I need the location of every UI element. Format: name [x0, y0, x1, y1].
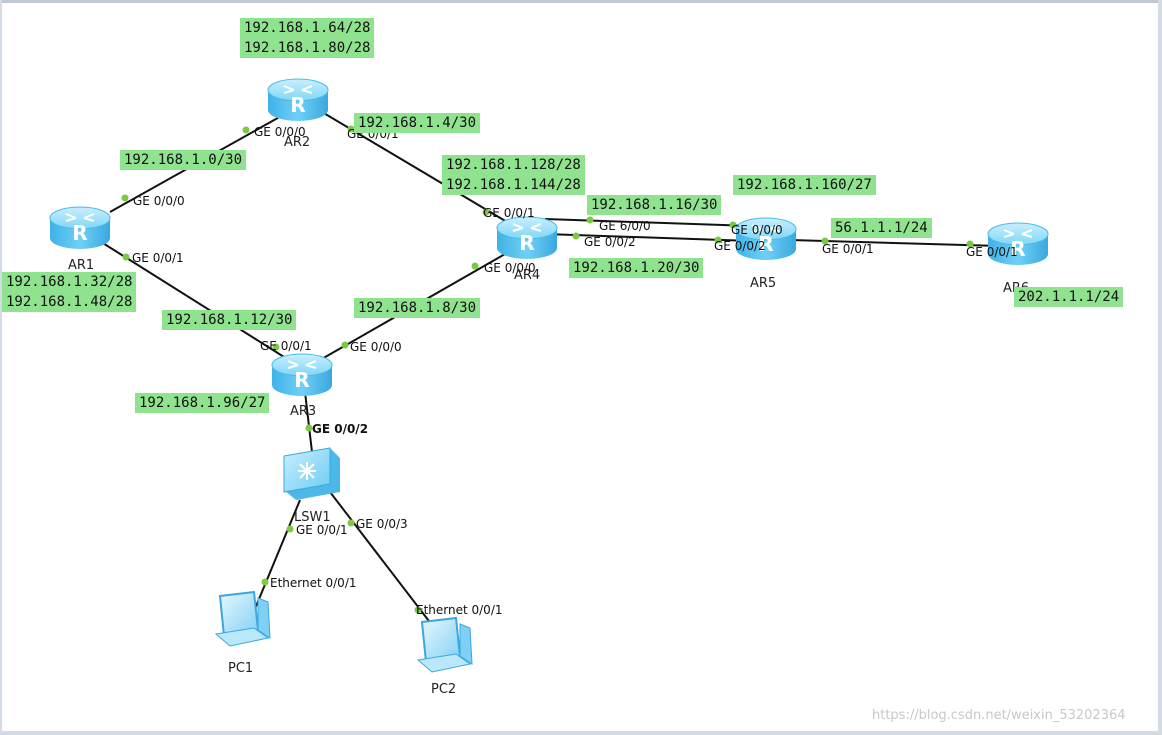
port-dot-pc2-eth[interactable]	[414, 606, 422, 614]
device-label-ar2: AR2	[284, 135, 310, 150]
link-ar1-ar3[interactable]	[97, 239, 293, 363]
window-frame-right	[1158, 0, 1162, 735]
router-ar2[interactable]: AR2	[267, 78, 329, 150]
pc-pc2[interactable]: PC2	[417, 617, 473, 697]
port-dots	[121, 125, 974, 614]
port-label-ar4-ge002: GE 0/0/2	[584, 235, 636, 249]
network-label-ar1-ar3: 192.168.1.12/30	[162, 310, 297, 330]
router-ar3[interactable]: AR3	[271, 353, 333, 419]
router-icon	[267, 78, 329, 122]
port-dot-ar3-ge000[interactable]	[341, 341, 349, 349]
port-dot-ar2-ge000[interactable]	[242, 126, 250, 134]
port-dot-ar4-ge000[interactable]	[471, 262, 479, 270]
port-label-pc1-eth: Ethernet 0/0/1	[270, 576, 357, 590]
port-dot-pc1-eth[interactable]	[261, 578, 269, 586]
device-label-ar1: AR1	[68, 258, 94, 273]
network-label-ar4-ar5-a: 192.168.1.16/30	[587, 195, 722, 215]
router-ar4[interactable]: AR4	[496, 216, 558, 283]
port-label-ar4-ge001: GE 0/0/1	[483, 206, 535, 220]
port-dot-ar1-ge001[interactable]	[122, 253, 130, 261]
port-dot-ar6-ge001[interactable]	[966, 240, 974, 248]
port-label-ar1-ge001: GE 0/0/1	[132, 251, 184, 265]
port-dot-ar4-ge001[interactable]	[482, 208, 490, 216]
window-frame-left	[0, 0, 2, 735]
port-dot-ar5-ge000[interactable]	[729, 221, 737, 229]
pc-icon	[215, 591, 271, 647]
network-label-ar5-ar6: 56.1.1.1/24	[831, 218, 932, 238]
port-dot-lsw1-ge003[interactable]	[347, 519, 355, 527]
port-dot-ar3-ge001[interactable]	[272, 343, 280, 351]
port-label-lsw1-ge003: GE 0/0/3	[356, 517, 408, 531]
port-label-ar1-ge000: GE 0/0/0	[133, 194, 185, 208]
port-label-ar5-ge002: GE 0/0/2	[714, 239, 766, 253]
router-ar1[interactable]: AR1	[49, 206, 111, 273]
router-icon	[271, 353, 333, 397]
link-ar3-lsw1[interactable]	[304, 391, 313, 453]
port-label-lsw1-ge001: GE 0/0/1	[296, 523, 348, 537]
port-label-ar4-ge600: GE 6/0/0	[599, 219, 651, 233]
port-label-ar5-ge000: GE 0/0/0	[731, 223, 783, 237]
network-label-ar4-lan: 192.168.1.128/28 192.168.1.144/28	[442, 155, 585, 195]
port-dot-lsw1-ge001[interactable]	[286, 525, 294, 533]
pc-icon	[417, 617, 473, 673]
switch-icon	[283, 447, 340, 500]
link-lsw1-pc1[interactable]	[251, 499, 301, 617]
port-label-ar5-ge001: GE 0/0/1	[822, 242, 874, 256]
network-label-ar1-ar2: 192.168.1.0/30	[120, 150, 247, 170]
network-label-ar4-ar5-b: 192.168.1.20/30	[569, 258, 704, 278]
network-label-ar2-lan: 192.168.1.64/28 192.168.1.80/28	[240, 18, 375, 58]
router-ar6[interactable]: AR6	[987, 222, 1049, 296]
link-ar4-ar5-a[interactable]	[544, 218, 753, 227]
device-label-lsw1: LSW1	[294, 510, 331, 525]
port-label-ar3-ge001: GE 0/0/1	[260, 339, 312, 353]
watermark: https://blog.csdn.net/weixin_53202364	[872, 708, 1126, 723]
port-dot-ar5-ge002[interactable]	[714, 236, 722, 244]
pc-pc1[interactable]: PC1	[215, 591, 271, 676]
device-label-ar5: AR5	[750, 276, 776, 291]
port-dot-ar4-ge002[interactable]	[572, 232, 580, 240]
port-label-ar3-ge002: GE 0/0/2	[312, 422, 368, 436]
window-frame-top	[0, 0, 1162, 3]
device-label-pc1: PC1	[228, 661, 253, 676]
device-label-ar4: AR4	[514, 268, 540, 283]
link-lsw1-pc2[interactable]	[329, 491, 433, 626]
device-label-pc2: PC2	[431, 682, 456, 697]
port-label-ar2-ge000: GE 0/0/0	[254, 125, 306, 139]
network-label-ar5-lan: 192.168.1.160/27	[733, 175, 876, 195]
port-dot-ar1-ge000[interactable]	[121, 194, 129, 202]
router-icon	[496, 216, 558, 260]
port-dot-ar2-ge001[interactable]	[347, 125, 355, 133]
router-ar5[interactable]: AR5	[735, 217, 797, 291]
router-icon	[49, 206, 111, 250]
network-label-ar6-lan: 202.1.1.1/24	[1014, 287, 1124, 307]
port-dot-ar3-ge002[interactable]	[305, 424, 313, 432]
network-label-ar1-lan: 192.168.1.32/28 192.168.1.48/28	[2, 272, 137, 312]
network-label-ar2-ar4: 192.168.1.4/30	[354, 113, 481, 133]
links	[97, 109, 1001, 626]
port-label-ar6-ge001: GE 0/0/1	[966, 245, 1018, 259]
port-labels: GE 0/0/0 GE 0/0/1 GE 0/0/0 GE 0/0/1 GE 0…	[132, 125, 1018, 617]
network-label-ar3-lan: 192.168.1.96/27	[135, 393, 270, 413]
port-label-pc2-eth: Ethernet 0/0/1	[416, 603, 503, 617]
window-frame-bottom	[0, 731, 1162, 735]
port-dot-ar5-ge001[interactable]	[821, 237, 829, 245]
device-label-ar3: AR3	[290, 404, 316, 419]
network-label-ar3-ar4: 192.168.1.8/30	[354, 298, 481, 318]
port-dot-ar4-ge600[interactable]	[586, 216, 594, 224]
port-label-ar3-ge000: GE 0/0/0	[350, 340, 402, 354]
switch-lsw1[interactable]: LSW1	[283, 447, 340, 525]
port-label-ar4-ge000: GE 0/0/0	[484, 261, 536, 275]
